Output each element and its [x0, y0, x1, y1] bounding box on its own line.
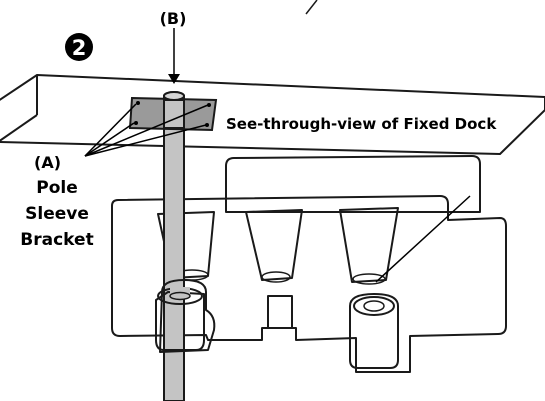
fixed-dock-front — [111, 195, 507, 373]
fixed-dock-back — [225, 155, 481, 213]
step-number: 2 — [72, 36, 87, 60]
top-pointer-mark — [305, 0, 318, 15]
label-bracket-line2: Sleeve — [25, 204, 89, 224]
label-a: (A) — [34, 153, 61, 172]
left-pole-sleeve — [155, 279, 216, 353]
pole-sleeve-bracket-plate — [128, 91, 218, 132]
step-badge: 2 — [65, 33, 93, 61]
dock-caption: See-through-view of Fixed Dock — [226, 115, 497, 133]
label-bracket-line3: Bracket — [20, 230, 93, 250]
label-b: (B) — [160, 9, 187, 28]
iv-pole — [163, 91, 185, 401]
label-leaders — [84, 28, 471, 283]
label-bracket-line1: Pole — [36, 178, 78, 198]
table-surface — [0, 74, 545, 155]
